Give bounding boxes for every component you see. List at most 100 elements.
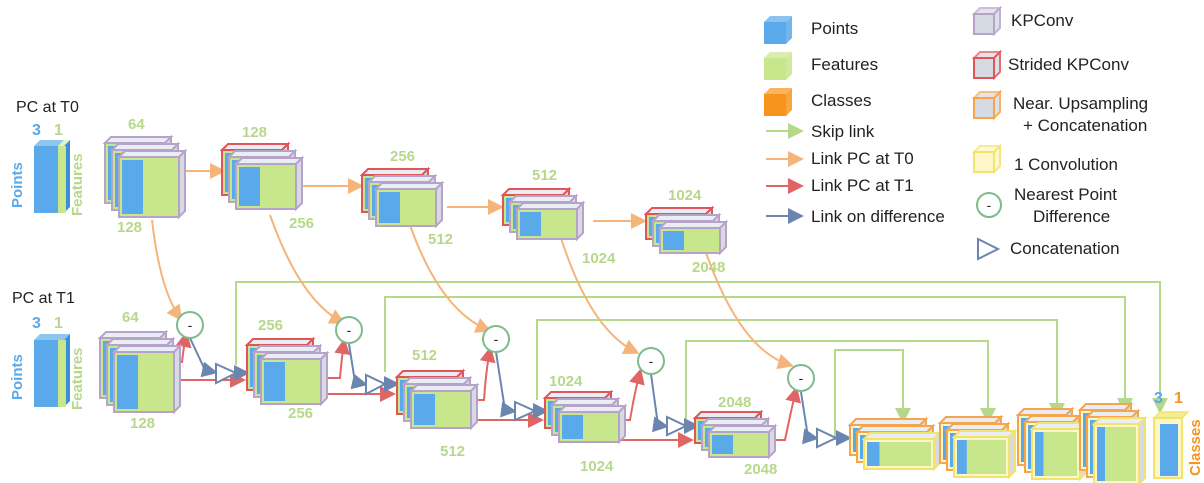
input-t0-tensor — [34, 140, 70, 213]
legend-nearest-point-label: Nearest Point — [1014, 185, 1117, 204]
output-points-dim: 3 — [1154, 390, 1163, 407]
t1-layer4-label-top: 1024 — [549, 373, 583, 390]
t0-layer3-label-bottom: 512 — [428, 231, 453, 248]
concatenation-nodes — [215, 362, 839, 449]
legend-classes-label: Classes — [811, 91, 871, 110]
t0-stack-2 — [219, 141, 305, 212]
legend-link-difference-label: Link on difference — [811, 207, 945, 226]
encoder-t1-labels: 64 128 256 256 512 512 1024 1024 2048 20… — [122, 309, 777, 478]
output-classes-dim: 1 — [1174, 390, 1183, 407]
t0-layer5-label-top: 1024 — [668, 187, 702, 204]
legend-concatenation-sub-label: + Concatenation — [1023, 116, 1147, 135]
input-t1-points-label: Points — [9, 354, 26, 400]
t0-layer5-label-bottom: 2048 — [692, 259, 725, 276]
decoder-stack-4 — [1077, 401, 1148, 483]
t1-layer5-label-top: 2048 — [718, 394, 751, 411]
input-t1: PC at T1 3 1 Points Features — [9, 290, 86, 410]
legend-skip-link-label: Skip link — [811, 122, 875, 141]
t1-stack-2 — [244, 336, 330, 407]
encoder-t0-labels: 64 128 128 256 256 512 512 1024 1024 204… — [117, 116, 725, 276]
legend-features-label: Features — [811, 55, 878, 74]
t0-layer2-label-bottom: 256 — [289, 215, 314, 232]
output: 3 1 Classes — [1152, 390, 1204, 479]
features-cube-icon — [764, 52, 792, 80]
legend-kpconv-label: KPConv — [1011, 11, 1074, 30]
output-classes-label: Classes — [1187, 419, 1204, 476]
t0-stack-3 — [359, 166, 445, 229]
t1-layer5-label-bottom: 2048 — [744, 461, 777, 478]
legend-link-t1-label: Link PC at T1 — [811, 176, 914, 195]
input-t0-title: PC at T0 — [16, 99, 79, 116]
nearest-point-difference-icon: - — [976, 192, 1002, 218]
conv1-cube-icon — [971, 143, 1003, 175]
legend-concatenation-label: Concatenation — [1010, 239, 1120, 258]
diff-node-2: - — [335, 316, 363, 344]
diff-node-3: - — [482, 325, 510, 353]
decoder-stack-1 — [847, 416, 943, 472]
t1-layer1-label-bottom: 128 — [130, 415, 155, 432]
input-t1-features-dim: 1 — [54, 315, 63, 332]
decoder-stack-3 — [1015, 406, 1089, 482]
legend-difference-label: Difference — [1033, 207, 1110, 226]
input-t0: PC at T0 3 1 Points Features — [9, 99, 86, 216]
t1-layer2-label-top: 256 — [258, 317, 283, 334]
diff-node-5: - — [787, 364, 815, 392]
nearest-point-difference-nodes: - - - - - — [176, 311, 815, 392]
t1-layer4-label-bottom: 1024 — [580, 458, 614, 475]
concat-node-2 — [365, 373, 388, 396]
t0-layer2-label-top: 128 — [242, 124, 267, 141]
input-t0-points-label: Points — [9, 162, 26, 208]
legend-icons: - — [764, 5, 1003, 261]
upsampling-cube-icon — [971, 89, 1003, 121]
t0-stack-5 — [643, 205, 729, 256]
input-t0-features-dim: 1 — [54, 122, 63, 139]
svg-text:-: - — [347, 322, 352, 338]
points-cube-icon — [764, 16, 792, 44]
strided-kpconv-cube-icon — [971, 49, 1003, 81]
input-t1-features-label: Features — [69, 347, 86, 410]
layer-stacks — [97, 134, 1148, 483]
legend-conv1-label: 1 Convolution — [1014, 155, 1118, 174]
t0-layer1-label-bottom: 128 — [117, 219, 142, 236]
t1-layer3-label-bottom: 512 — [440, 443, 465, 460]
input-t1-title: PC at T1 — [12, 290, 75, 307]
svg-text:-: - — [188, 317, 193, 333]
t1-stack-1 — [97, 329, 183, 415]
t0-stack-4 — [500, 186, 586, 242]
svg-text:-: - — [987, 197, 992, 213]
input-t1-tensor — [34, 334, 70, 407]
svg-text:-: - — [494, 331, 499, 347]
concat-node-5 — [816, 427, 839, 449]
t1-layer1-label-top: 64 — [122, 309, 139, 326]
input-t1-points-dim: 3 — [32, 315, 41, 332]
svg-text:-: - — [799, 370, 804, 386]
t0-stack-1 — [102, 134, 188, 220]
legend: - Points Features Classes Skip link Link… — [764, 5, 1148, 261]
diff-node-4: - — [637, 347, 665, 375]
concat-node-3 — [514, 400, 538, 422]
t1-stack-3 — [394, 368, 480, 431]
concat-node-4 — [666, 415, 689, 437]
classes-cube-icon — [764, 88, 792, 116]
t0-layer3-label-top: 256 — [390, 148, 415, 165]
legend-upsampling-label: Near. Upsampling — [1013, 94, 1148, 113]
output-tensor — [1152, 411, 1190, 479]
t1-layer2-label-bottom: 256 — [288, 405, 313, 422]
concatenation-triangle-icon — [977, 237, 1001, 261]
t1-stack-5 — [692, 409, 778, 460]
skip-links — [235, 281, 1168, 440]
t1-stack-4 — [542, 389, 628, 445]
input-t0-points-dim: 3 — [32, 122, 41, 139]
t0-layer4-label-top: 512 — [532, 167, 557, 184]
input-t0-features-label: Features — [69, 153, 86, 216]
kpconv-cube-icon — [971, 5, 1003, 37]
concat-node-1 — [215, 362, 239, 385]
decoder-stack-2 — [937, 414, 1018, 480]
diff-node-1: - — [176, 311, 204, 339]
legend-link-t0-label: Link PC at T0 — [811, 149, 914, 168]
svg-text:-: - — [649, 353, 654, 369]
t0-layer4-label-bottom: 1024 — [582, 250, 616, 267]
t0-layer1-label-top: 64 — [128, 116, 145, 133]
legend-points-label: Points — [811, 19, 858, 38]
